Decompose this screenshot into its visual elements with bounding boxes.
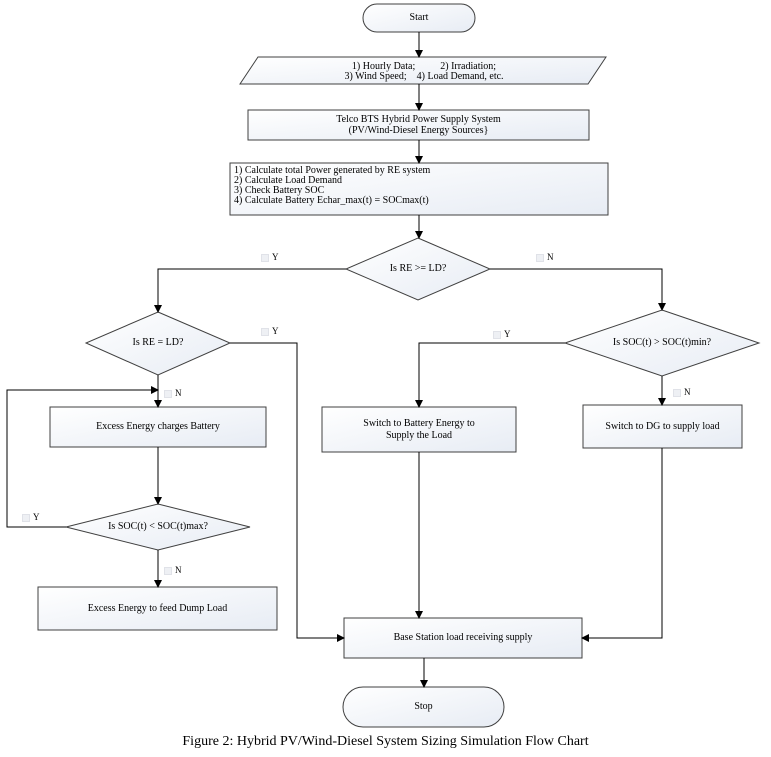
arrow-re-ld-no — [490, 268, 666, 311]
start-label: Start — [409, 12, 429, 23]
calc-label-line1: 1) Calculate total Power generated by RE… — [234, 165, 431, 176]
arrow-re-eq-yes — [230, 342, 345, 642]
arrow-soc-max-yes-loop — [6, 386, 159, 528]
input-label-line1: 1) Hourly Data; 2) Irradiation; — [351, 61, 497, 72]
decision-soc-max-label: Is SOC(t) < SOC(t)max? — [108, 521, 208, 532]
switch-dg-box — [582, 404, 743, 449]
system-label-line2: (PV/Wind-Diesel Energy Sources} — [348, 125, 489, 136]
branch-label-soc-max-no: N — [164, 565, 182, 575]
branch-label-soc-max-yes: Y — [22, 512, 40, 522]
dump-load-label: Excess Energy to feed Dump Load — [87, 603, 228, 614]
decision-re-ld-label: Is RE >= LD? — [389, 263, 447, 274]
arrow-dg-base — [581, 448, 663, 642]
input-data-parallelogram — [239, 56, 607, 85]
calc-label-line3: 3) Check Battery SOC — [234, 185, 325, 196]
decision-soc-min-label: Is SOC(t) > SOC(t)min? — [612, 337, 712, 348]
calc-label-line4: 4) Calculate Battery Echar_max(t) = SOCm… — [234, 195, 429, 206]
input-label-line2: 3) Wind Speed; 4) Load Demand, etc. — [344, 71, 504, 82]
branch-label-re-eq-no: N — [164, 388, 182, 398]
stop-label: Stop — [414, 701, 433, 712]
branch-label-re-ld-no: N — [536, 252, 554, 262]
system-label-line1: Telco BTS Hybrid Power Supply System — [336, 114, 501, 125]
decision-re-ld — [344, 237, 492, 301]
branch-label-re-ld-yes: Y — [261, 252, 279, 262]
arrow-re-ld-yes — [154, 268, 346, 313]
base-station-label: Base Station load receiving supply — [393, 632, 533, 643]
excess-charges-label: Excess Energy charges Battery — [96, 421, 220, 432]
branch-label-soc-min-yes: Y — [493, 329, 511, 339]
excess-charges-box — [49, 406, 267, 448]
dump-load-box — [37, 586, 278, 631]
decision-re-eq-label: Is RE = LD? — [132, 337, 184, 348]
switch-battery-label-line1: Switch to Battery Energy to — [363, 418, 475, 429]
switch-battery-label-line2: Supply the Load — [385, 430, 453, 441]
branch-label-re-eq-yes: Y — [261, 326, 279, 336]
calc-label-line2: 2) Calculate Load Demand — [234, 175, 343, 186]
figure-caption: Figure 2: Hybrid PV/Wind-Diesel System S… — [182, 734, 589, 749]
system-box — [247, 109, 590, 141]
switch-dg-label: Switch to DG to supply load — [605, 421, 720, 432]
branch-label-soc-min-no: N — [673, 387, 691, 397]
arrow-soc-min-yes — [415, 342, 565, 408]
